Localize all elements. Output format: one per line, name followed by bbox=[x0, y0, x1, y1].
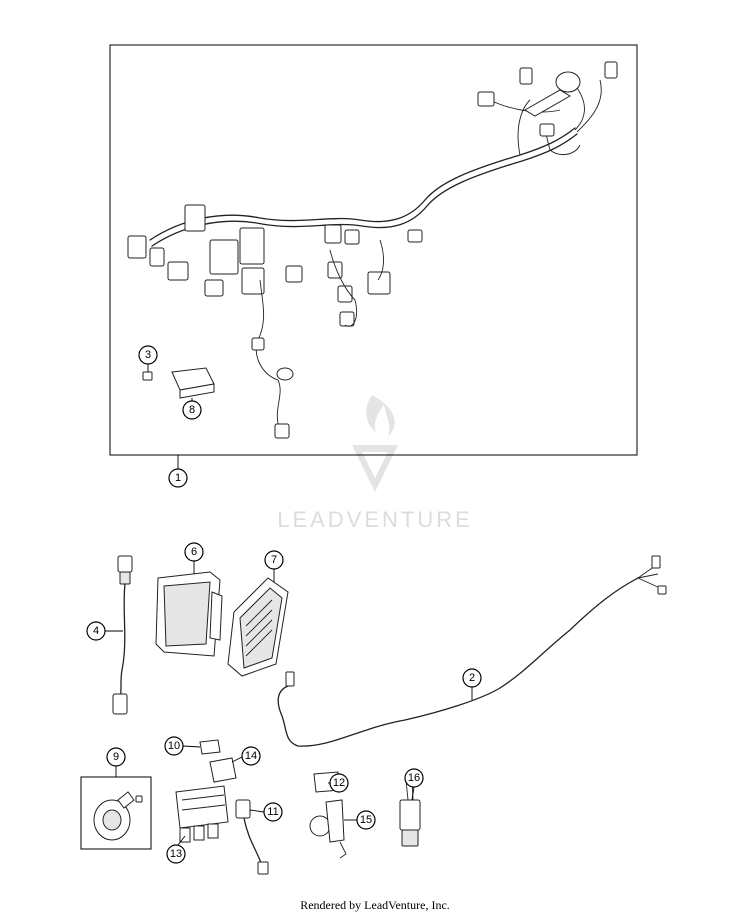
callout-3[interactable]: 3 bbox=[138, 345, 158, 365]
callout-13[interactable]: 13 bbox=[166, 844, 186, 864]
part-9-horn bbox=[93, 791, 143, 841]
svg-text:7: 7 bbox=[271, 554, 277, 566]
callout-7[interactable]: 7 bbox=[264, 550, 284, 570]
callout-10[interactable]: 10 bbox=[164, 736, 184, 756]
svg-text:9: 9 bbox=[113, 751, 119, 763]
part-10-cap bbox=[199, 739, 221, 755]
callout-2[interactable]: 2 bbox=[462, 668, 482, 688]
callout-14[interactable]: 14 bbox=[241, 746, 261, 766]
part-7-ecu bbox=[227, 577, 289, 677]
svg-text:14: 14 bbox=[245, 750, 257, 762]
svg-text:11: 11 bbox=[267, 806, 278, 818]
callout-8[interactable]: 8 bbox=[182, 400, 202, 420]
callout-6[interactable]: 6 bbox=[184, 542, 204, 562]
part-3-clip bbox=[142, 371, 153, 381]
part-2-cable bbox=[277, 555, 667, 747]
footer-credit: Rendered by LeadVenture, Inc. bbox=[300, 898, 450, 912]
callout-16[interactable]: 16 bbox=[404, 768, 424, 788]
callout-4[interactable]: 4 bbox=[86, 621, 106, 641]
watermark-text: LEADVENTURE bbox=[277, 507, 473, 532]
svg-text:3: 3 bbox=[145, 349, 151, 361]
svg-text:4: 4 bbox=[93, 625, 99, 637]
svg-text:1: 1 bbox=[175, 472, 181, 484]
part-13-fuse-box bbox=[175, 785, 229, 843]
callout-15[interactable]: 15 bbox=[356, 810, 376, 830]
callout-11[interactable]: 11 bbox=[263, 802, 283, 822]
svg-text:15: 15 bbox=[360, 814, 372, 826]
part-16-sensor-cable bbox=[399, 779, 421, 847]
svg-text:8: 8 bbox=[189, 404, 195, 416]
part-14-relay bbox=[209, 757, 237, 783]
part-6-control-unit bbox=[155, 571, 223, 657]
svg-text:2: 2 bbox=[469, 672, 475, 684]
callout-12-marker[interactable]: 12 bbox=[329, 773, 349, 793]
watermark: LEADVENTURE bbox=[277, 395, 473, 532]
svg-text:10: 10 bbox=[168, 740, 180, 752]
svg-text:16: 16 bbox=[408, 772, 420, 784]
part-11-connector-cable bbox=[235, 799, 269, 875]
svg-text:12: 12 bbox=[333, 777, 345, 789]
part-15-sensor bbox=[309, 799, 347, 859]
svg-text:6: 6 bbox=[191, 546, 197, 558]
main-harness-frame bbox=[109, 44, 638, 456]
callout-9[interactable]: 9 bbox=[106, 747, 126, 767]
svg-text:13: 13 bbox=[170, 848, 182, 860]
callout-1[interactable]: 1 bbox=[168, 468, 188, 488]
main-wiring-harness bbox=[127, 61, 618, 439]
part-4-cable bbox=[112, 555, 133, 715]
